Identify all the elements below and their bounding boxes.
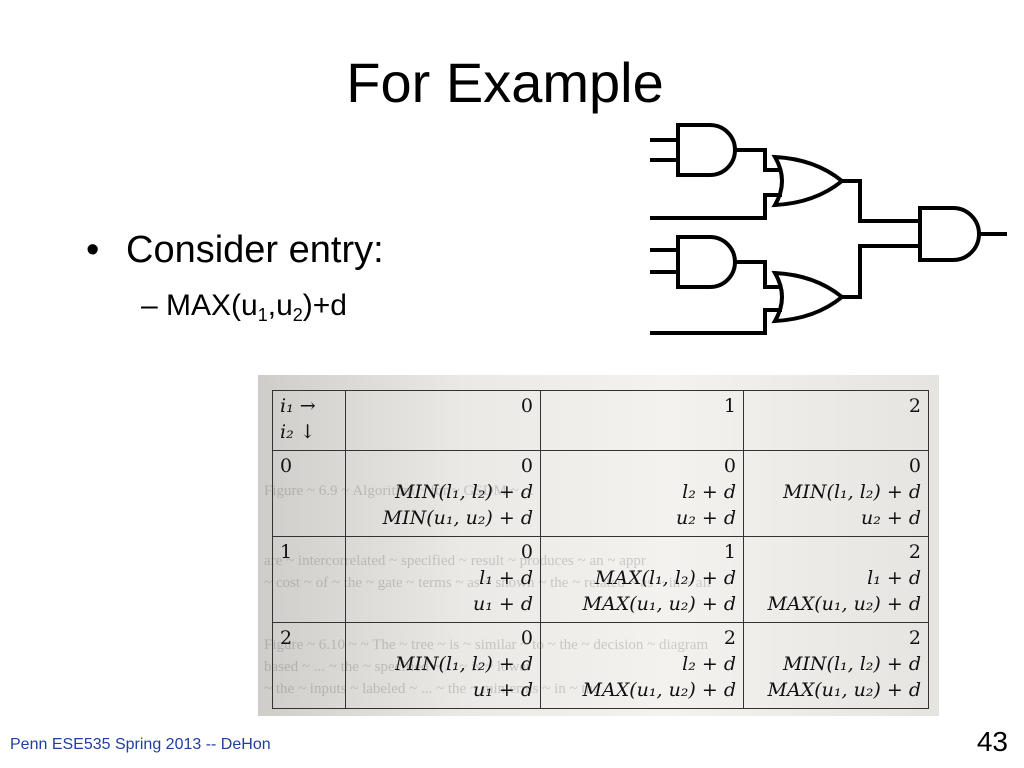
or-gate-bottom <box>771 270 846 324</box>
table-corner-cell: i₁ → i₂ ↓ <box>272 390 346 451</box>
truth-table-scan: Figure ~ 6.9 ~ Algorithm ~ for ~ GSDM ~ … <box>258 375 939 716</box>
sub-bullet-mid: ,u <box>267 289 293 322</box>
and-gate-bottom <box>676 235 737 289</box>
row-label: 1 <box>272 536 346 623</box>
bullet-dot: • <box>86 229 100 271</box>
subscript-1: 1 <box>257 305 268 325</box>
corner-label-i2: i₂ ↓ <box>280 421 316 443</box>
row-label: 0 <box>272 450 346 537</box>
and-gate-top <box>676 123 737 177</box>
bullet-item: • Consider entry: <box>86 226 384 274</box>
column-header-2: 2 <box>743 390 929 451</box>
sub-bullet-suffix: )+d <box>302 289 347 322</box>
or-gate-top <box>771 154 846 208</box>
column-header-0: 0 <box>345 390 541 451</box>
slide-title: For Example <box>346 51 664 114</box>
bullet-text: Consider entry: <box>126 229 384 271</box>
slide-footer: Penn ESE535 Spring 2013 -- DeHon <box>10 736 271 753</box>
column-header-1: 1 <box>540 390 744 451</box>
subscript-2: 2 <box>292 305 303 325</box>
logic-circuit-diagram <box>650 123 1007 335</box>
sub-bullet-prefix: – MAX(u <box>141 289 258 322</box>
sub-bullet-item: – MAX(u1,u2)+d <box>141 286 384 335</box>
corner-label-i1: i₁ → <box>280 395 316 417</box>
and-gate-output <box>918 206 981 262</box>
page-number: 43 <box>976 726 1008 757</box>
bullet-list: • Consider entry: – MAX(u1,u2)+d <box>86 226 384 335</box>
table-header-row: i₁ → i₂ ↓ 0 1 2 <box>272 390 929 451</box>
row-label: 2 <box>272 622 346 709</box>
